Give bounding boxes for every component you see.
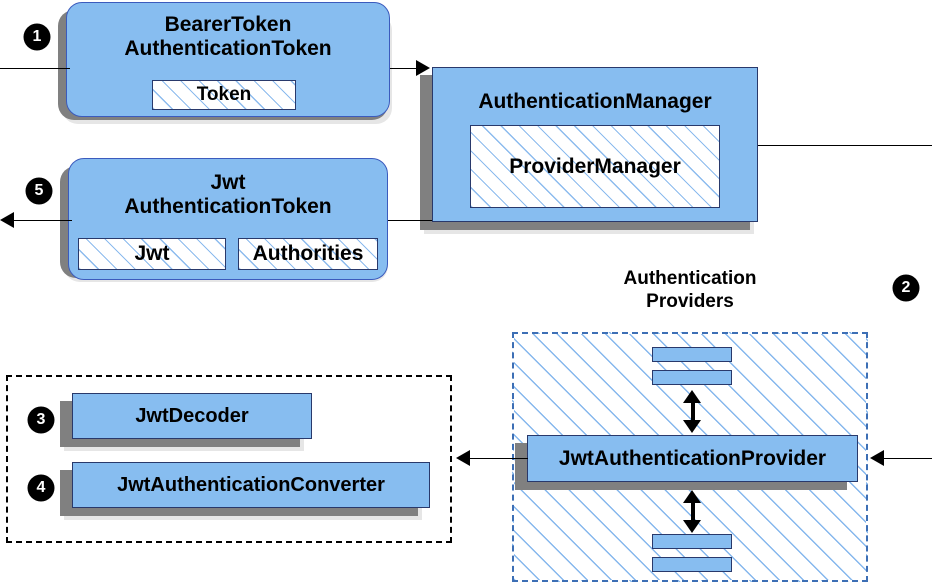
- jwt-tools-container: [6, 375, 452, 543]
- provider-placeholder-bar-bottom-2: [652, 557, 732, 572]
- step-badge-2: 2: [893, 275, 919, 301]
- jwt-token-title-line1: Jwt: [210, 171, 246, 194]
- auth-manager-title-text: AuthenticationManager: [478, 90, 712, 113]
- flow-line-provider-to-tools: [470, 458, 528, 459]
- jwt-decoder-label: JwtDecoder: [135, 404, 249, 427]
- flow-arrow-output: [0, 212, 14, 228]
- flow-line-1-to-manager: [390, 68, 418, 69]
- provider-placeholder-bar-top-2: [652, 370, 732, 385]
- provider-manager-label: ProviderManager: [509, 154, 681, 178]
- jwt-inner-label: Jwt: [134, 242, 170, 265]
- node-jwt-authentication-provider[interactable]: JwtAuthenticationProvider: [527, 435, 858, 482]
- bearer-token-title-line2: AuthenticationToken: [124, 36, 332, 60]
- auth-manager-title: AuthenticationManager: [433, 90, 757, 114]
- step-badge-5: 5: [26, 178, 52, 204]
- flow-line-input: [0, 68, 70, 69]
- auth-providers-label-line2: Providers: [646, 290, 734, 312]
- node-provider-manager[interactable]: ProviderManager: [470, 125, 720, 208]
- provider-connector-top: [691, 396, 695, 424]
- node-jwt-decoder[interactable]: JwtDecoder: [72, 393, 312, 439]
- bearer-token-title: BearerToken AuthenticationToken: [67, 13, 389, 60]
- flow-arrow-1-to-manager: [416, 60, 430, 76]
- flow-line-2-segment-top: [758, 145, 932, 146]
- provider-connector-top-arrow-up: [683, 390, 701, 403]
- step-badge-3: 3: [28, 407, 54, 433]
- step-badge-4: 4: [28, 475, 54, 501]
- step-badge-1: 1: [24, 24, 50, 50]
- provider-connector-bottom: [691, 496, 695, 524]
- provider-connector-bottom-arrow-up: [683, 490, 701, 503]
- bearer-token-inner-label: Token: [196, 84, 252, 105]
- node-jwt-token-inner-jwt[interactable]: Jwt: [78, 238, 226, 270]
- jwt-token-title: Jwt AuthenticationToken: [69, 171, 387, 218]
- node-bearer-token-inner-token[interactable]: Token: [152, 80, 296, 110]
- flow-arrow-2-to-provider: [870, 450, 884, 466]
- flow-line-manager-to-jwt-token: [388, 220, 432, 221]
- provider-connector-bottom-arrow-down: [683, 520, 701, 533]
- auth-providers-label-line1: Authentication: [623, 268, 757, 289]
- provider-placeholder-bar-top-1: [652, 347, 732, 362]
- bearer-token-title-line1: BearerToken: [164, 13, 292, 36]
- jwt-provider-label: JwtAuthenticationProvider: [558, 446, 827, 470]
- node-jwt-authentication-converter[interactable]: JwtAuthenticationConverter: [72, 462, 430, 508]
- jwt-token-title-line2: AuthenticationToken: [124, 194, 332, 218]
- flow-line-output: [14, 220, 72, 221]
- provider-connector-top-arrow-down: [683, 420, 701, 433]
- flow-line-2-segment-bottom: [884, 458, 932, 459]
- provider-placeholder-bar-bottom-1: [652, 534, 732, 549]
- authorities-inner-label: Authorities: [252, 242, 364, 265]
- authentication-providers-label: Authentication Providers: [562, 268, 818, 314]
- jwt-converter-label: JwtAuthenticationConverter: [117, 473, 385, 496]
- node-jwt-token-inner-authorities[interactable]: Authorities: [238, 238, 378, 270]
- flow-arrow-provider-to-tools: [456, 450, 470, 466]
